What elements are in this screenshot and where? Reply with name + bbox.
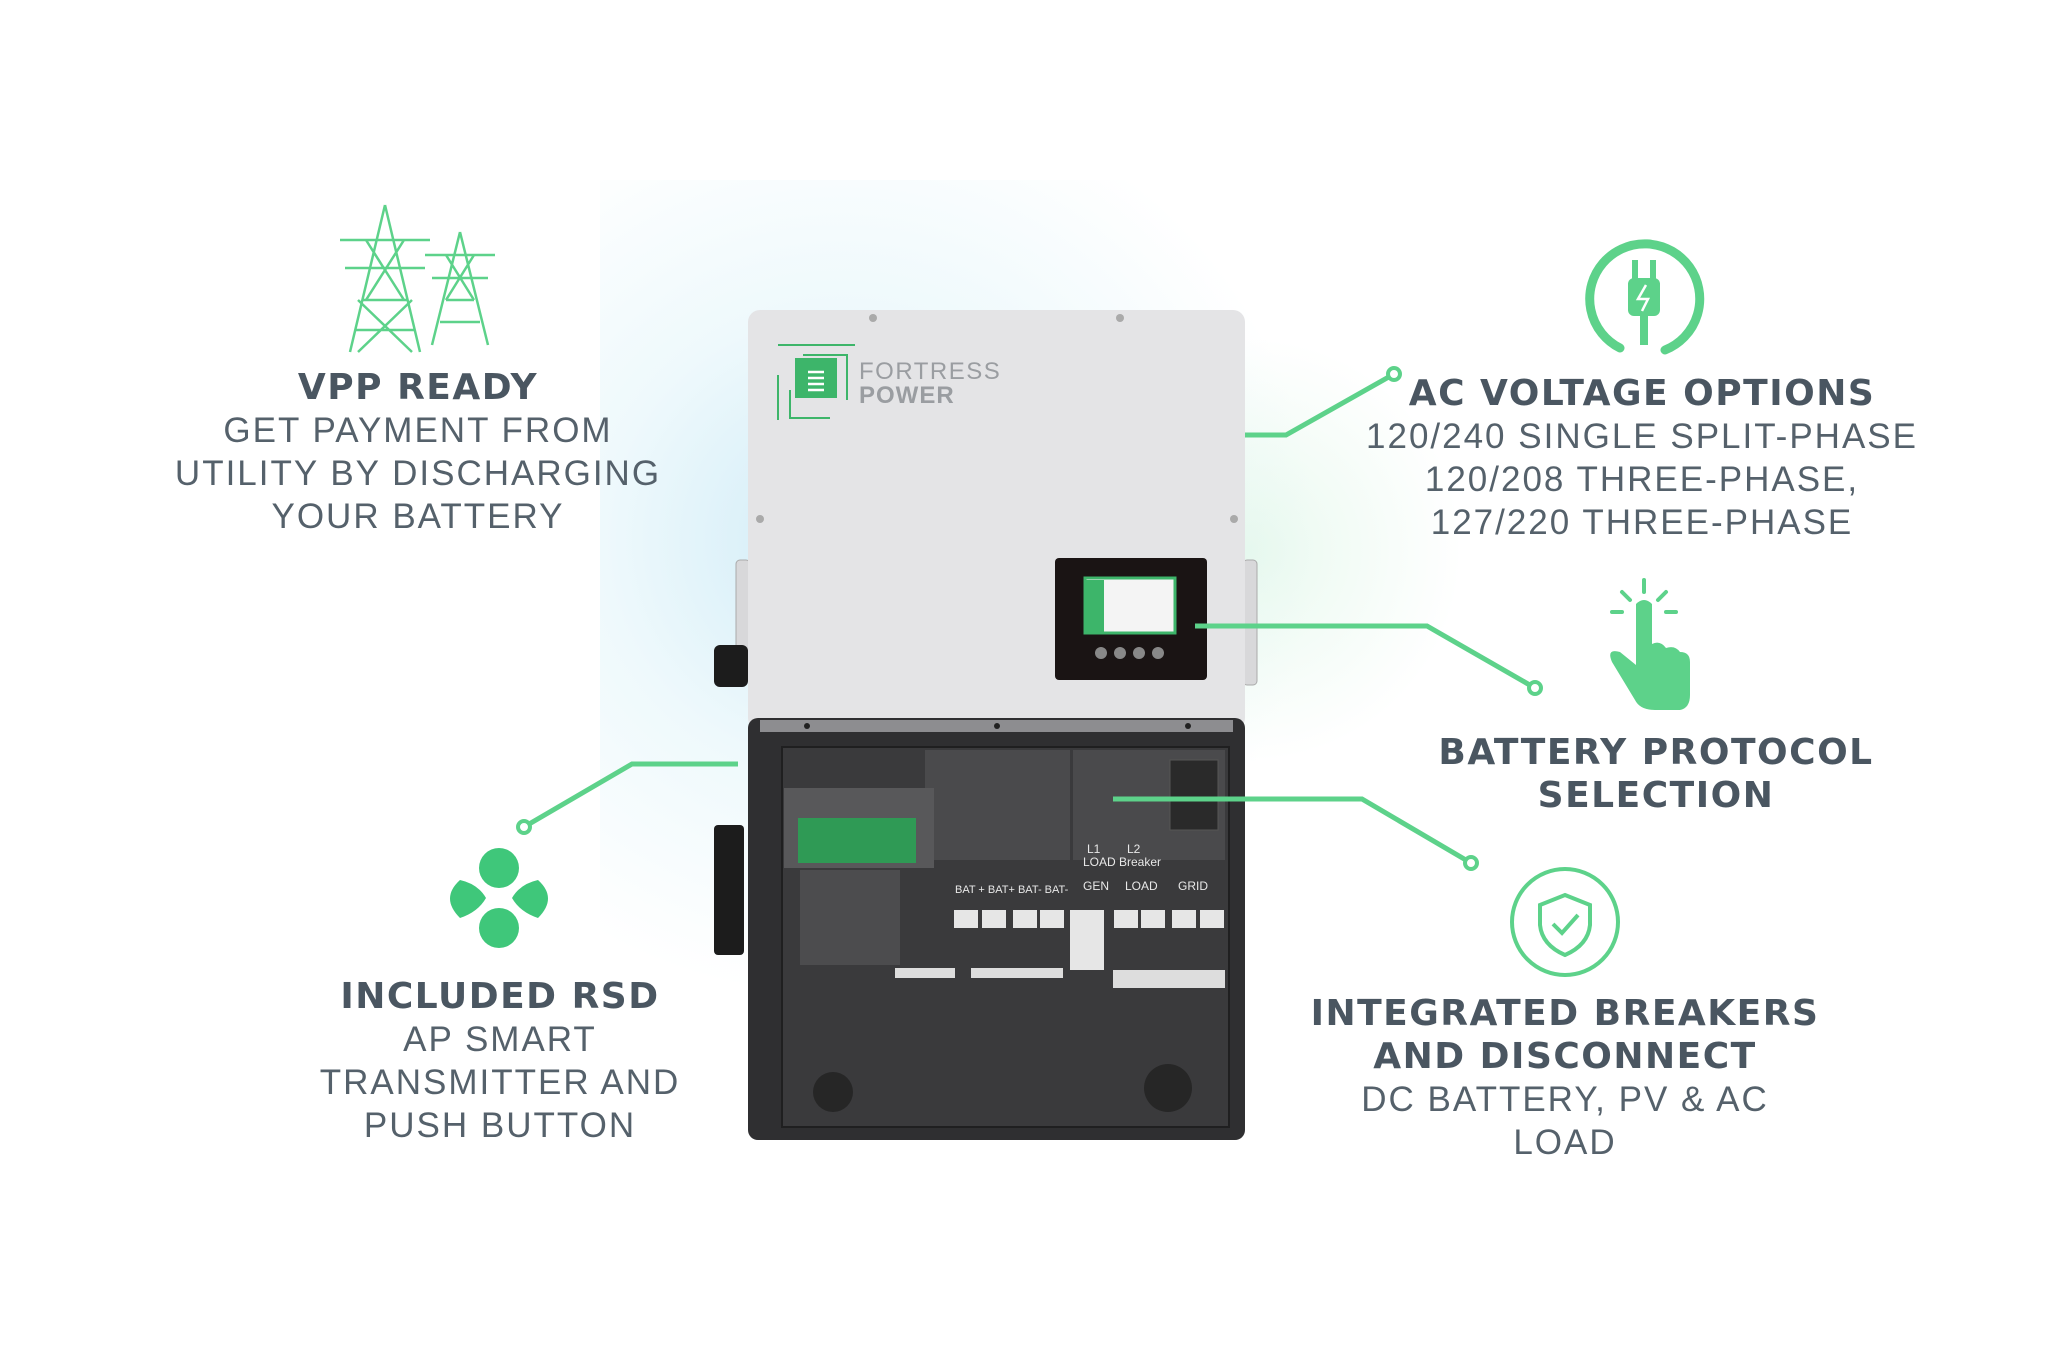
feature-desc: AP SMART — [403, 1020, 597, 1059]
connector-dot — [1463, 855, 1479, 871]
connector-lines — [522, 371, 1537, 866]
fortress-logo-icon — [777, 344, 855, 420]
connector-dot — [516, 819, 532, 835]
connector-dot — [1386, 366, 1402, 382]
feature-desc: GET PAYMENT FROM — [223, 411, 613, 450]
panel-label: BAT + BAT+ BAT- BAT- — [955, 884, 1069, 896]
touch-hand-icon — [1610, 578, 1690, 710]
feature-title: AC VOLTAGE OPTIONS — [1408, 373, 1876, 414]
feature-title: SELECTION — [1537, 775, 1775, 816]
feature-desc: UTILITY BY DISCHARGING — [174, 454, 662, 493]
connector-dot — [1527, 680, 1543, 696]
feature-integrated-breakers: INTEGRATED BREAKERS AND DISCONNECT DC BA… — [1311, 992, 1820, 1164]
communication-board — [798, 818, 916, 863]
shield-check-icon — [1510, 867, 1620, 977]
feature-desc: 127/220 THREE-PHASE — [1430, 503, 1854, 542]
feature-included-rsd: INCLUDED RSD AP SMART TRANSMITTER AND PU… — [320, 975, 681, 1147]
panel-label: L2 — [1127, 842, 1141, 856]
left-knob — [714, 645, 748, 687]
power-towers-icon — [340, 204, 495, 353]
brand-line-2: POWER — [859, 382, 955, 409]
feature-title: VPP READY — [297, 367, 539, 408]
feature-battery-protocol: BATTERY PROTOCOL SELECTION — [1438, 731, 1873, 817]
brand-name: FORTRESS POWER — [859, 360, 1001, 408]
plug-icon — [1585, 239, 1705, 355]
feature-title: BATTERY PROTOCOL — [1438, 732, 1874, 773]
disconnect-switch — [714, 825, 744, 955]
feature-desc: PUSH BUTTON — [363, 1106, 637, 1145]
feature-title: INCLUDED RSD — [340, 976, 660, 1017]
feature-title: INTEGRATED BREAKERS — [1310, 993, 1820, 1034]
panel-label: GEN — [1083, 879, 1110, 893]
panel-label: LOAD Breaker — [1083, 855, 1162, 869]
feature-desc: LOAD — [1513, 1123, 1617, 1162]
feature-desc: 120/208 THREE-PHASE, — [1424, 460, 1860, 499]
feature-desc: YOUR BATTERY — [271, 497, 565, 536]
right-handle — [1242, 559, 1258, 686]
panel-label: LOAD — [1125, 879, 1158, 893]
feature-title: AND DISCONNECT — [1373, 1036, 1757, 1077]
brand-line-1: FORTRESS — [859, 358, 1002, 385]
panel-label: L1 — [1087, 842, 1101, 856]
feature-desc: DC BATTERY, PV & AC — [1361, 1080, 1769, 1119]
panel-label: GRID — [1178, 879, 1208, 893]
breaker-row — [954, 910, 1224, 970]
rsd-logo-icon — [450, 848, 548, 948]
feature-ac-voltage: AC VOLTAGE OPTIONS 120/240 SINGLE SPLIT-… — [1366, 372, 1918, 544]
feature-desc: 120/240 SINGLE SPLIT-PHASE — [1366, 417, 1918, 456]
feature-desc: TRANSMITTER AND — [319, 1063, 681, 1102]
feature-vpp-ready: VPP READY GET PAYMENT FROM UTILITY BY DI… — [175, 366, 661, 538]
